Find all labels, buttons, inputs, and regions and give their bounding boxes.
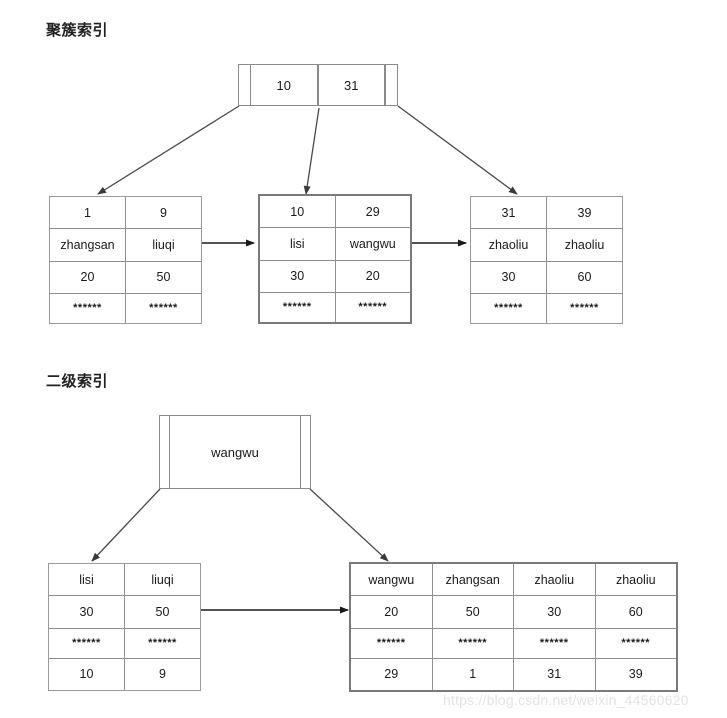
- leaf-cell: 30: [49, 596, 125, 628]
- leaf-cell: ******: [351, 628, 433, 658]
- leaf-cell: 50: [155, 604, 170, 619]
- leaf-row: 31 39: [471, 197, 622, 230]
- leaf-row: wangwu zhangsan zhaoliu zhaoliu: [351, 564, 676, 597]
- leaf-cell: liuqi: [151, 572, 174, 587]
- sec-root-pointer-cell-0[interactable]: [160, 416, 170, 488]
- sec-root-key-cell-0: wangwu: [211, 444, 259, 460]
- leaf-row: lisi liuqi: [49, 564, 200, 597]
- leaf-row: ****** ******: [49, 628, 200, 659]
- leaf-cell: 39: [628, 667, 643, 682]
- leaf-cell: 31: [471, 197, 547, 229]
- secondary-index-title: 二级索引: [46, 373, 109, 390]
- leaf-cell: zhaoliu: [615, 572, 656, 587]
- leaf-cell: lisi: [49, 564, 125, 596]
- leaf-cell: ******: [149, 302, 178, 315]
- leaf-cell: 60: [577, 270, 592, 285]
- leaf-row: 10 9: [49, 658, 200, 690]
- leaf-cell: 10: [49, 658, 125, 690]
- leaf-cell: liuqi: [152, 237, 175, 252]
- edge-sec-root-to-left-leaf: [91, 488, 161, 562]
- leaf-cell: ******: [358, 301, 388, 314]
- edge-sec-root-to-right-leaf: [309, 488, 389, 562]
- leaf-cell: ******: [260, 292, 336, 322]
- edge-root-to-middle-leaf: [303, 107, 320, 195]
- leaf-cell: 50: [156, 270, 171, 285]
- watermark-text: https://blog.csdn.net/weixin_44560620: [443, 692, 689, 708]
- leaf-cell: ******: [148, 637, 177, 650]
- leaf-row: 20 50 30 60: [351, 596, 676, 629]
- secondary-root-node[interactable]: wangwu: [159, 415, 311, 489]
- leaf-cell: ******: [49, 628, 125, 658]
- leaf-row: ****** ****** ****** ******: [351, 628, 676, 659]
- leaf-cell: ******: [471, 293, 547, 323]
- leaf-row: zhangsan liuqi: [50, 229, 201, 262]
- leaf-cell: 50: [433, 596, 514, 628]
- leaf-cell: ******: [433, 628, 514, 658]
- leaf-cell: zhangsan: [50, 229, 126, 261]
- leaf-row: 29 1 31 39: [351, 658, 676, 690]
- leaf-cell: zhaoliu: [471, 229, 547, 261]
- root-key-cell-1: 31: [319, 65, 385, 105]
- leaf-row: zhaoliu zhaoliu: [471, 229, 622, 262]
- leaf-cell: wangwu: [349, 236, 396, 251]
- clustered-root-node[interactable]: 10 31: [238, 64, 398, 106]
- leaf-cell: 20: [351, 596, 433, 628]
- leaf-cell: 30: [514, 596, 596, 628]
- edge-root-to-left-leaf: [97, 105, 240, 195]
- sec-root-pointer-cell-1[interactable]: [300, 416, 310, 488]
- leaf-cell: lisi: [260, 228, 336, 260]
- root-pointer-cell-1[interactable]: [317, 65, 319, 105]
- leaf-row: ****** ******: [471, 293, 622, 323]
- leaf-cell: zhaoliu: [514, 564, 596, 596]
- leaf-cell: zhaoliu: [564, 237, 605, 252]
- leaf-cell: 20: [365, 269, 380, 284]
- root-key-cell-0: 10: [251, 65, 318, 105]
- secondary-leaf-left[interactable]: lisi liuqi 30 50 ****** ****** 10 9: [48, 563, 201, 691]
- root-pointer-cell-2[interactable]: [385, 65, 397, 105]
- leaf-row: ****** ******: [260, 292, 410, 322]
- leaf-cell: ******: [570, 302, 599, 315]
- root-pointer-cell-0[interactable]: [239, 65, 251, 105]
- leaf-row: 30 20: [260, 260, 410, 293]
- clustered-leaf-left[interactable]: 1 9 zhangsan liuqi 20 50 ****** ******: [49, 196, 202, 324]
- clustered-leaf-right[interactable]: 31 39 zhaoliu zhaoliu 30 60 ****** *****…: [470, 196, 623, 324]
- leaf-cell: 1: [50, 197, 126, 229]
- leaf-cell: 10: [260, 196, 336, 228]
- leaf-cell: 31: [514, 658, 596, 690]
- edge-root-to-right-leaf: [397, 105, 518, 195]
- leaf-cell: 30: [260, 260, 336, 292]
- leaf-cell: wangwu: [351, 564, 433, 596]
- leaf-cell: 30: [471, 261, 547, 293]
- leaf-cell: ******: [621, 637, 651, 650]
- leaf-row: ****** ******: [50, 293, 201, 323]
- leaf-cell: 60: [628, 604, 643, 619]
- clustered-leaf-middle[interactable]: 10 29 lisi wangwu 30 20 ****** ******: [258, 194, 412, 324]
- clustered-index-title: 聚簇索引: [46, 22, 109, 39]
- leaf-cell: 9: [160, 205, 167, 220]
- leaf-cell: 9: [159, 667, 166, 682]
- leaf-cell: 29: [351, 658, 433, 690]
- leaf-row: 1 9: [50, 197, 201, 230]
- leaf-row: 10 29: [260, 196, 410, 229]
- leaf-row: 30 50: [49, 596, 200, 629]
- leaf-cell: 20: [50, 261, 126, 293]
- leaf-cell: zhangsan: [433, 564, 514, 596]
- leaf-cell: 1: [433, 658, 514, 690]
- leaf-cell: 29: [365, 204, 380, 219]
- leaf-cell: ******: [514, 628, 596, 658]
- leaf-row: 30 60: [471, 261, 622, 294]
- leaf-cell: 39: [577, 205, 592, 220]
- leaf-row: 20 50: [50, 261, 201, 294]
- leaf-cell: ******: [50, 293, 126, 323]
- secondary-leaf-right[interactable]: wangwu zhangsan zhaoliu zhaoliu 20 50 30…: [349, 562, 678, 692]
- leaf-row: lisi wangwu: [260, 228, 410, 261]
